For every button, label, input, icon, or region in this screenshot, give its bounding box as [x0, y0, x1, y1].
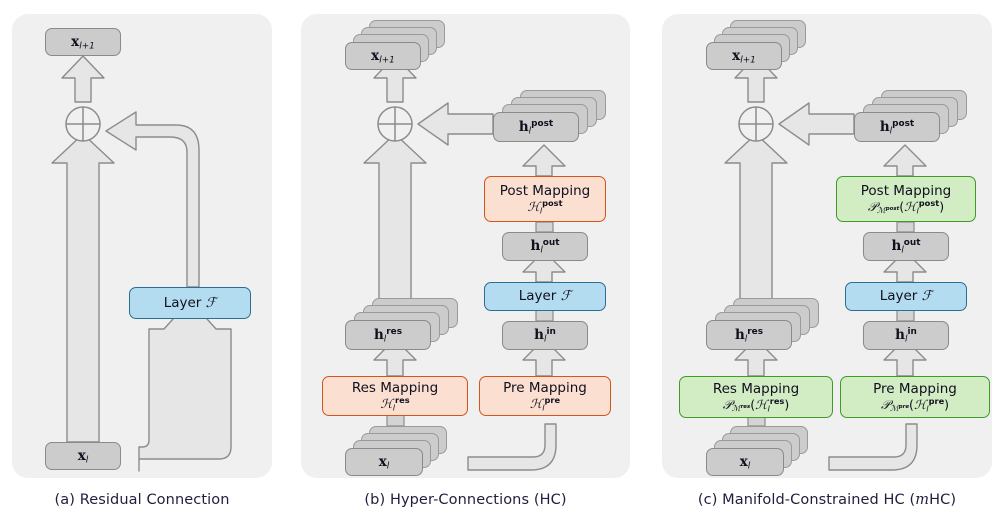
- node-b-layer-label: Layer ℱ: [518, 288, 572, 305]
- node-b-x-in: xl: [345, 448, 423, 476]
- node-a-layer-label: Layer ℱ: [163, 294, 217, 311]
- node-b-h-res-stack: hlres: [345, 298, 463, 350]
- node-a-layer: Layer ℱ: [129, 287, 251, 319]
- node-b-pre-mapping-title: Pre Mapping: [503, 380, 587, 397]
- node-c-post-mapping-title: Post Mapping: [860, 183, 952, 200]
- node-b-h-in-label: hlin: [534, 327, 556, 345]
- node-b-h-post-stack: hlpost: [493, 90, 611, 142]
- node-a-x-in: xl: [45, 442, 121, 470]
- node-b-x-in-label: xl: [378, 453, 390, 472]
- node-b-pre-mapping-formula: ℋlpre: [529, 395, 561, 413]
- node-c-h-out-label: hlout: [891, 238, 921, 256]
- node-b-h-post-label: hlpost: [518, 118, 554, 137]
- node-b-h-out: hlout: [502, 232, 588, 261]
- node-b-h-post: hlpost: [493, 112, 579, 142]
- node-a-x-out-label: xl+1: [71, 33, 95, 52]
- panel-residual-connection: [12, 14, 272, 478]
- node-c-res-mapping: Res Mapping 𝒫ℳres(ℋlres): [679, 376, 833, 418]
- node-b-x-in-stack: xl: [345, 426, 455, 476]
- node-c-pre-mapping: Pre Mapping 𝒫ℳpre(ℋlpre): [840, 376, 990, 418]
- node-c-x-out: xl+1: [706, 42, 782, 70]
- node-c-res-mapping-formula: 𝒫ℳres(ℋlres): [722, 396, 790, 414]
- caption-c-italic-m: m: [915, 492, 930, 508]
- node-b-post-mapping-title: Post Mapping: [499, 183, 591, 200]
- node-b-res-mapping-formula: ℋlres: [380, 395, 410, 413]
- node-c-h-post: hlpost: [854, 112, 940, 142]
- node-c-h-post-label: hlpost: [879, 118, 915, 137]
- node-b-res-mapping: Res Mapping ℋlres: [322, 376, 468, 416]
- node-b-h-in: hlin: [502, 321, 588, 350]
- node-b-h-res-label: hlres: [373, 326, 403, 345]
- node-a-x-in-label: xl: [77, 447, 89, 466]
- node-c-x-in-label: xl: [739, 453, 751, 472]
- caption-panel-c: (c) Manifold-Constrained HC (mHC): [697, 492, 957, 508]
- node-b-h-out-label: hlout: [530, 238, 560, 256]
- node-c-h-res: hlres: [706, 320, 792, 350]
- node-c-layer-label: Layer ℱ: [879, 288, 933, 305]
- node-b-pre-mapping: Pre Mapping ℋlpre: [479, 376, 611, 416]
- node-c-h-out: hlout: [863, 232, 949, 261]
- node-b-x-out: xl+1: [345, 42, 421, 70]
- node-c-post-mapping-formula: 𝒫ℳpost(ℋlpost): [867, 198, 945, 216]
- caption-panel-b: (b) Hyper-Connections (HC): [364, 492, 567, 508]
- node-b-post-mapping-formula: ℋlpost: [527, 198, 563, 216]
- node-c-pre-mapping-formula: 𝒫ℳpre(ℋlpre): [880, 396, 950, 414]
- node-c-h-res-label: hlres: [734, 326, 764, 345]
- node-c-x-in: xl: [706, 448, 784, 476]
- node-b-res-mapping-title: Res Mapping: [351, 380, 439, 397]
- node-c-x-out-label: xl+1: [732, 47, 756, 66]
- node-b-h-res: hlres: [345, 320, 431, 350]
- node-c-layer: Layer ℱ: [845, 282, 967, 311]
- node-c-pre-mapping-title: Pre Mapping: [873, 381, 957, 398]
- node-b-x-out-label: xl+1: [371, 47, 395, 66]
- node-c-x-in-stack: xl: [706, 426, 816, 476]
- node-b-post-mapping: Post Mapping ℋlpost: [484, 176, 606, 222]
- node-c-post-mapping: Post Mapping 𝒫ℳpost(ℋlpost): [836, 176, 976, 222]
- node-c-h-in-label: hlin: [895, 327, 917, 345]
- node-c-res-mapping-title: Res Mapping: [712, 381, 800, 398]
- node-c-h-post-stack: hlpost: [854, 90, 972, 142]
- node-c-x-out-stack: xl+1: [706, 20, 814, 70]
- node-b-layer: Layer ℱ: [484, 282, 606, 311]
- caption-panel-a: (a) Residual Connection: [54, 492, 230, 508]
- node-c-h-res-stack: hlres: [706, 298, 824, 350]
- node-c-h-in: hlin: [863, 321, 949, 350]
- node-a-x-out: xl+1: [45, 28, 121, 56]
- node-b-x-out-stack: xl+1: [345, 20, 453, 70]
